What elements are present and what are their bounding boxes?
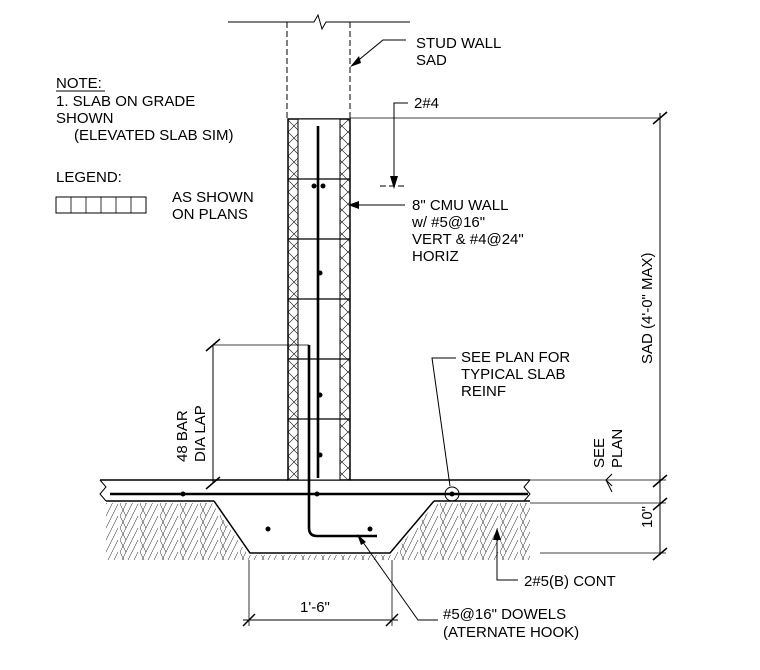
note-line-2: SHOWN [56, 110, 114, 127]
top-bars-label: 2#4 [414, 95, 439, 112]
lap-label-2: DIA LAP [192, 405, 209, 462]
wall-height-dimension: SAD (4'-0" MAX) [639, 252, 656, 364]
cmu-label-3: VERT & #4@24" [412, 231, 524, 248]
cmu-label-2: w/ #5@16" [411, 214, 485, 231]
note-line-1: 1. SLAB ON GRADE [56, 93, 195, 110]
footing-width-dimension: 1'-6" [300, 599, 330, 616]
legend-cmu-swatch [55, 196, 147, 214]
stud-wall [228, 13, 660, 119]
cmu-label-4: HORIZ [412, 248, 459, 265]
note-heading: NOTE: [56, 75, 102, 92]
dimensions [205, 111, 668, 627]
thickening-dimension: 10" [639, 506, 656, 528]
see-plan-label-2: PLAN [609, 429, 626, 468]
slab-reinf-label-2: TYPICAL SLAB [461, 366, 566, 383]
legend-block: LEGEND: AS SHOWN ON PLANS [55, 169, 254, 223]
note-line-3: (ELEVATED SLAB SIM) [74, 127, 234, 144]
footing [106, 345, 530, 560]
callout-text: STUD WALL SAD 2#4 8" CMU WALL w/ #5@16" … [174, 35, 656, 641]
stud-wall-label: STUD WALL [416, 35, 501, 52]
slab-reinf-label-1: SEE PLAN FOR [461, 349, 570, 366]
slab-reinf-label-3: REINF [461, 383, 506, 400]
cmu-label-1: 8" CMU WALL [412, 197, 508, 214]
legend-heading: LEGEND: [56, 169, 122, 186]
dowels-label-1: #5@16" DOWELS [443, 606, 566, 623]
footing-bars-label: 2#5(B) CONT [524, 573, 616, 590]
stud-wall-sad-label: SAD [416, 52, 447, 69]
dowel-bar [307, 345, 377, 538]
note-block: NOTE: 1. SLAB ON GRADE SHOWN (ELEVATED S… [56, 75, 234, 144]
cmu-wall [287, 118, 351, 481]
see-plan-label-1: SEE [591, 438, 608, 468]
dowels-label-2: (ATERNATE HOOK) [443, 624, 579, 641]
lap-label-1: 48 BAR [174, 410, 191, 462]
legend-line-2: ON PLANS [172, 206, 248, 223]
leaders [348, 39, 613, 621]
legend-line-1: AS SHOWN [172, 189, 254, 206]
slab-on-grade [99, 479, 531, 502]
